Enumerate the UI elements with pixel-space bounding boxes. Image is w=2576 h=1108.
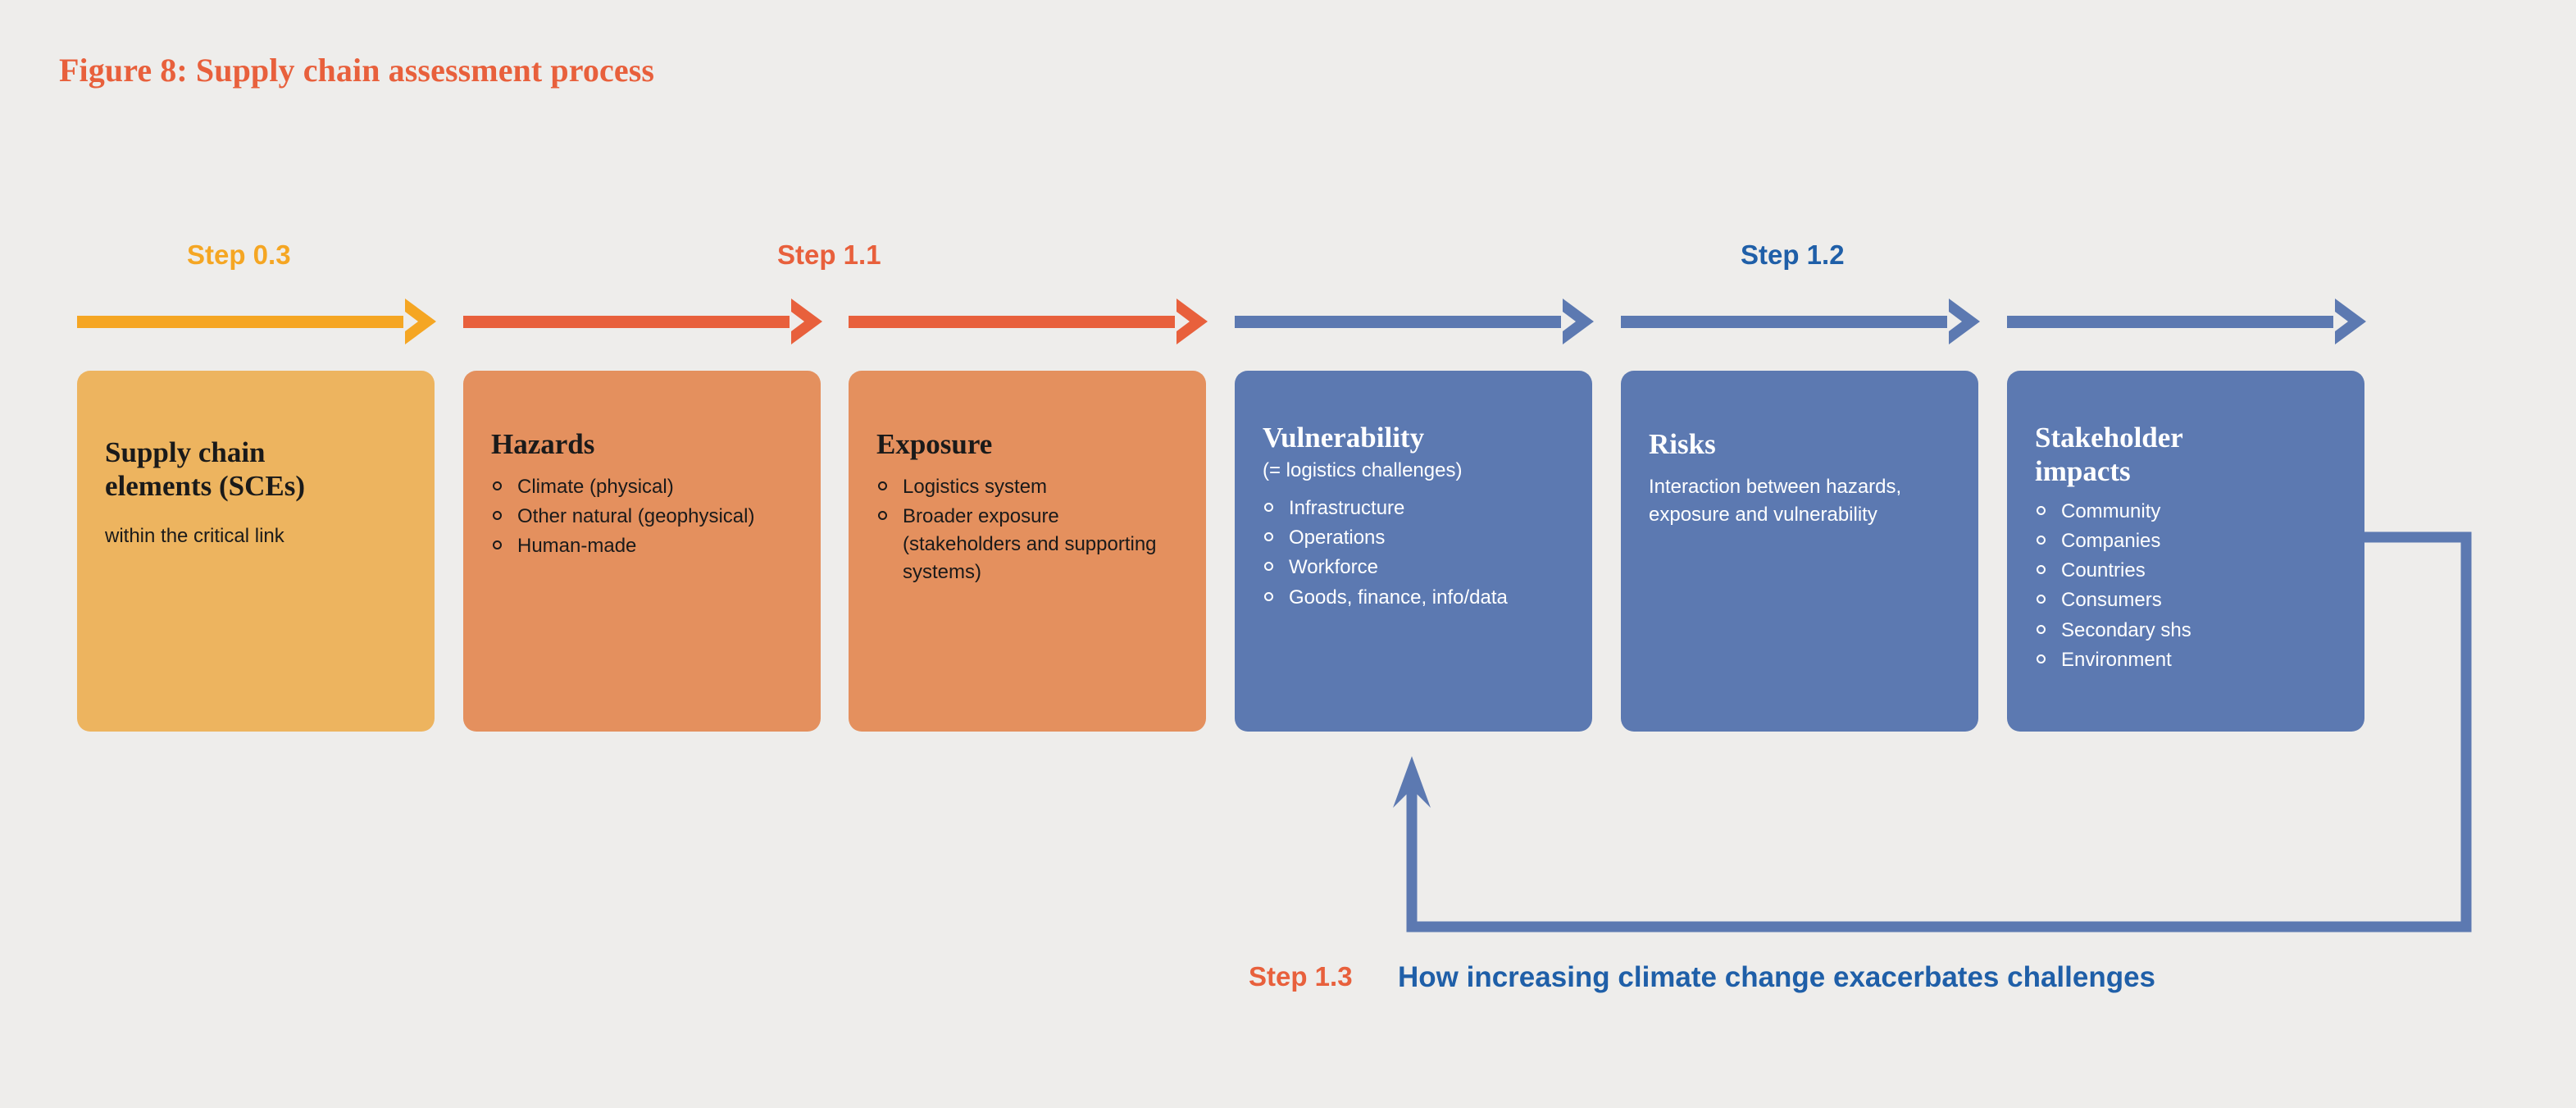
arrow-shaft	[1235, 316, 1561, 328]
list-item-label: Consumers	[2061, 589, 2162, 612]
bullet-ring-icon	[2037, 654, 2046, 663]
step-label-0-3: Step 0.3	[187, 239, 291, 270]
list-item: Secondary shs	[2035, 617, 2337, 645]
bullet-ring-icon	[1264, 562, 1273, 572]
list-item: Goods, finance, info/data	[1263, 584, 1564, 612]
process-box-vulnerability: Vulnerability (= logistics challenges) I…	[1235, 371, 1592, 732]
bullet-ring-icon	[2037, 565, 2046, 575]
flow-arrow-2	[463, 299, 822, 344]
list-item-label: Community	[2061, 500, 2161, 523]
list-item: Countries	[2035, 557, 2337, 585]
bullet-ring-icon	[1264, 591, 1273, 601]
step-label-1-2: Step 1.2	[1741, 239, 1845, 270]
arrow-shaft	[849, 316, 1175, 328]
list-item: Climate (physical)	[491, 473, 793, 501]
list-item: Companies	[2035, 527, 2337, 555]
box-title: Vulnerability	[1263, 422, 1425, 454]
arrow-shaft	[1621, 316, 1947, 328]
bullet-ring-icon	[2037, 624, 2046, 634]
bullet-ring-icon	[2037, 536, 2046, 545]
bullet-ring-icon	[493, 481, 502, 490]
flow-arrow-4	[1235, 299, 1594, 344]
box-title: Hazards	[491, 428, 595, 460]
arrow-head-icon	[790, 299, 822, 344]
flow-arrow-1	[77, 299, 436, 344]
list-item-label: Logistics system	[903, 475, 1048, 498]
bullet-ring-icon	[1264, 503, 1273, 513]
box-title: Stakeholder impacts	[2035, 422, 2183, 487]
box-bullet-list: Community Companies Countries Consumers …	[2035, 498, 2337, 673]
flow-arrow-5	[1621, 299, 1980, 344]
bullet-ring-icon	[2037, 506, 2046, 516]
box-subtitle: within the critical link	[105, 525, 284, 548]
process-box-risks: Risks Interaction between hazards, expos…	[1621, 371, 1978, 732]
bullet-ring-icon	[878, 510, 887, 520]
bullet-ring-icon	[878, 481, 887, 490]
list-item: Workforce	[1263, 554, 1564, 581]
arrow-shaft	[463, 316, 790, 328]
box-subtitle: (= logistics challenges)	[1263, 458, 1463, 481]
list-item-label: Workforce	[1289, 556, 1378, 579]
flow-arrow-6	[2007, 299, 2366, 344]
process-box-exposure: Exposure Logistics system Broader exposu…	[849, 371, 1206, 732]
arrow-head-icon	[1947, 299, 1980, 344]
list-item: Other natural (geophysical)	[491, 503, 793, 531]
process-box-supply-chain-elements: Supply chain elements (SCEs) within the …	[77, 371, 435, 732]
feedback-loop-caption: How increasing climate change exacerbate…	[1398, 961, 2156, 993]
bullet-ring-icon	[1264, 532, 1273, 542]
feedback-loop-step-label: Step 1.3	[1249, 961, 1353, 992]
list-item: Operations	[1263, 524, 1564, 552]
list-item: Community	[2035, 498, 2337, 526]
list-item-label: Secondary shs	[2061, 618, 2191, 641]
arrow-head-icon	[403, 299, 436, 344]
process-box-hazards: Hazards Climate (physical) Other natural…	[463, 371, 821, 732]
box-title: Risks	[1649, 428, 1716, 460]
list-item-label: Climate (physical)	[517, 475, 674, 498]
box-paragraph: Interaction between hazards, exposure an…	[1649, 475, 1902, 526]
list-item-label: Operations	[1289, 527, 1386, 549]
bullet-ring-icon	[493, 510, 502, 520]
box-bullet-list: Climate (physical) Other natural (geophy…	[491, 473, 793, 560]
box-bullet-list: Logistics system Broader exposure (stake…	[876, 473, 1178, 586]
box-bullet-list: Infrastructure Operations Workforce Good…	[1263, 495, 1564, 611]
list-item-label: Human-made	[517, 534, 637, 557]
arrow-shaft	[2007, 316, 2333, 328]
arrow-head-icon	[1561, 299, 1594, 344]
list-item-label: Countries	[2061, 559, 2146, 582]
arrow-head-icon	[2333, 299, 2366, 344]
page-title: Figure 8: Supply chain assessment proces…	[59, 52, 655, 89]
list-item: Broader exposure (stakeholders and suppo…	[876, 503, 1178, 586]
arrow-head-icon	[1175, 299, 1208, 344]
list-item: Environment	[2035, 646, 2337, 674]
flow-arrow-3	[849, 299, 1208, 344]
list-item-label: Environment	[2061, 648, 2172, 671]
list-item: Human-made	[491, 532, 793, 560]
list-item-label: Broader exposure (stakeholders and suppo…	[903, 504, 1157, 583]
list-item: Logistics system	[876, 473, 1178, 501]
bullet-ring-icon	[493, 540, 502, 549]
list-item-label: Goods, finance, info/data	[1289, 586, 1508, 609]
list-item: Consumers	[2035, 586, 2337, 614]
bullet-ring-icon	[2037, 595, 2046, 604]
box-title: Exposure	[876, 428, 993, 460]
process-box-stakeholder-impacts: Stakeholder impacts Community Companies …	[2007, 371, 2364, 732]
box-title: Supply chain elements (SCEs)	[105, 436, 305, 502]
list-item-label: Infrastructure	[1289, 497, 1405, 520]
list-item: Infrastructure	[1263, 495, 1564, 522]
list-item-label: Other natural (geophysical)	[517, 504, 755, 527]
list-item-label: Companies	[2061, 530, 2161, 553]
arrow-shaft	[77, 316, 403, 328]
step-label-1-1: Step 1.1	[777, 239, 881, 270]
